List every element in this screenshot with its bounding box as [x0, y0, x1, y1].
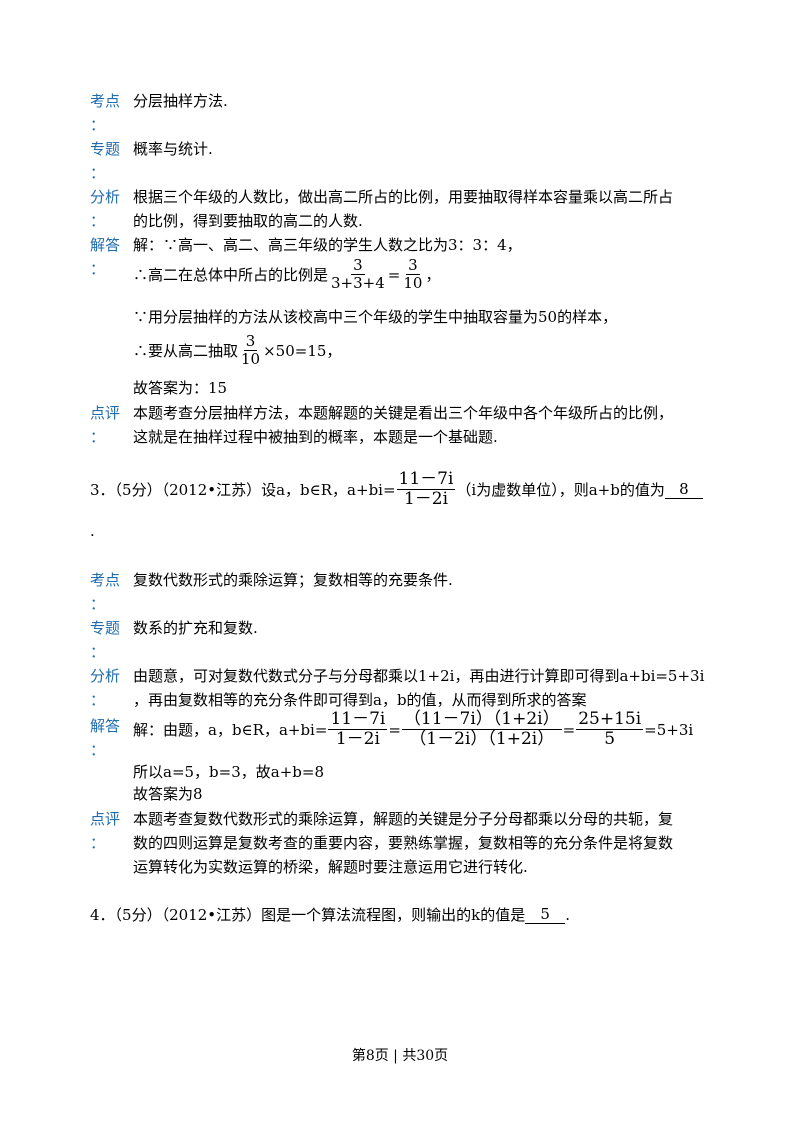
zhuanti-label: 专题: [90, 140, 121, 158]
dianping-line: 数的四则运算是复数考查的重要内容，要熟练掌握，复数相等的充分条件是将复数: [133, 834, 674, 852]
fenxi-line: 由题意，可对复数代数式分子与分母都乘以1+2i，再由进行计算即可得到a+bi=5…: [133, 667, 705, 685]
fraction-numerator: 11－7i: [328, 709, 388, 730]
fraction-numerator: （11－7i）（1+2i）: [401, 709, 562, 730]
fenxi-line: ，再由复数相等的充分条件即可得到a，b的值，从而得到所求的答案: [133, 691, 587, 709]
fraction: 3 3+3+4: [329, 256, 387, 292]
jieda-text: ∴高二在总体中所占的比例是: [133, 266, 329, 285]
fraction-numerator: 3: [243, 332, 258, 351]
equals-sign: =: [387, 265, 401, 284]
dianping-label: 点评: [90, 404, 121, 422]
fenxi-label: 分析: [90, 667, 121, 685]
dianping-line: 这就是在抽样过程中被抽到的概率，本题是一个基础题.: [133, 428, 498, 446]
kaodian-text: 分层抽样方法.: [133, 92, 228, 110]
jieda-text: ∴要从高二抽取: [133, 342, 239, 361]
jieda-text: ，: [425, 266, 441, 285]
dianping-line: 本题考查分层抽样方法，本题解题的关键是看出三个年级中各个年级所占的比例，: [133, 404, 674, 422]
zhuanti-colon: ：: [90, 643, 106, 661]
question-text: （i为虚数单位），则a+b的值为: [456, 481, 665, 500]
jieda-text: 解：由题，a，b∈R，a+bi=: [133, 721, 328, 740]
page-footer: 第8页 | 共30页: [351, 1048, 449, 1064]
dianping-colon: ：: [90, 428, 106, 446]
jieda-sample-line: ∴要从高二抽取 3 10 ×50=15，: [133, 332, 342, 368]
question-text: 4．（5分）（2012•江苏）图是一个算法流程图，则输出的k的值是: [90, 906, 526, 924]
fraction-denominator: 1－2i: [403, 488, 449, 509]
fraction-denominator: （1－2i）（1+2i）: [409, 728, 555, 749]
jieda-colon: ：: [90, 741, 106, 759]
jieda-complex-line: 解：由题，a，b∈R，a+bi= 11－7i 1－2i = （11－7i）（1+…: [133, 709, 694, 749]
jieda-colon: ：: [90, 260, 106, 278]
fraction: 11－7i 1－2i: [328, 709, 388, 749]
fraction-numerator: 25+15i: [576, 709, 644, 730]
jieda-label: 解答: [90, 717, 121, 735]
fraction-denominator: 5: [604, 728, 616, 749]
jieda-line: ∵用分层抽样的方法从该校高中三个年级的学生中抽取容量为50的样本，: [133, 308, 618, 326]
fraction-numerator: 3: [406, 256, 420, 275]
fraction: 3 10: [239, 332, 262, 368]
fraction: 25+15i 5: [576, 709, 644, 749]
zhuanti-text: 数系的扩充和复数.: [133, 619, 258, 637]
kaodian-label: 考点: [90, 92, 121, 110]
fraction: 3 10: [401, 256, 424, 292]
jieda-label: 解答: [90, 236, 121, 254]
question-text: .: [90, 522, 95, 540]
fraction: 11－7i 1－2i: [396, 469, 456, 509]
zhuanti-colon: ：: [90, 164, 106, 182]
jieda-line: 所以a=5，b=3，故a+b=8: [133, 763, 324, 781]
jieda-line: 故答案为8: [133, 785, 203, 803]
fenxi-colon: ：: [90, 212, 106, 230]
fraction-denominator: 1－2i: [335, 728, 380, 749]
jieda-text: =5+3i: [644, 720, 694, 739]
fraction-numerator: 11－7i: [396, 469, 456, 490]
dianping-line: 运算转化为实数运算的桥梁，解题时要注意运用它进行转化.: [133, 858, 528, 876]
fenxi-line: 的比例，得到要抽取的高二的人数.: [133, 212, 363, 230]
equals-sign: =: [562, 720, 576, 739]
fenxi-line: 根据三个年级的人数比，做出高二所占的比例，用要抽取得样本容量乘以高二所占: [133, 188, 674, 206]
jieda-line: 解：∵高一、高二、高三年级的学生人数之比为3：3：4，: [133, 236, 522, 254]
question-text: .: [565, 905, 570, 924]
zhuanti-text: 概率与统计.: [133, 140, 213, 158]
kaodian-label: 考点: [90, 571, 121, 589]
jieda-line: 故答案为：15: [133, 379, 228, 397]
dianping-colon: ：: [90, 834, 106, 852]
question-3-stem: 3．（5分）（2012•江苏）设a，b∈R，a+bi= 11－7i 1－2i （…: [90, 469, 703, 509]
kaodian-colon: ：: [90, 116, 106, 134]
answer-blank: 5: [525, 905, 566, 924]
zhuanti-label: 专题: [90, 619, 121, 637]
fraction-denominator: 10: [241, 349, 261, 368]
dianping-label: 点评: [90, 810, 121, 828]
fenxi-label: 分析: [90, 188, 121, 206]
jieda-text: ×50=15，: [263, 342, 342, 361]
fraction-denominator: 3+3+4: [331, 273, 385, 292]
equals-sign: =: [388, 720, 401, 739]
jieda-ratio-line: ∴高二在总体中所占的比例是 3 3+3+4 = 3 10 ，: [133, 256, 441, 292]
fraction-denominator: 10: [403, 273, 423, 292]
fraction-numerator: 3: [351, 256, 365, 275]
answer-blank: 8: [664, 480, 703, 500]
fraction: （11－7i）（1+2i） （1－2i）（1+2i）: [401, 709, 562, 749]
question-4-stem: 4．（5分）（2012•江苏）图是一个算法流程图，则输出的k的值是 5 .: [90, 904, 570, 925]
question-text: 3．（5分）（2012•江苏）设a，b∈R，a+bi=: [90, 481, 396, 500]
kaodian-colon: ：: [90, 595, 106, 613]
kaodian-text: 复数代数形式的乘除运算；复数相等的充要条件.: [133, 571, 453, 589]
dianping-line: 本题考查复数代数形式的乘除运算，解题的关键是分子分母都乘以分母的共轭，复: [133, 810, 674, 828]
fenxi-colon: ：: [90, 691, 106, 709]
